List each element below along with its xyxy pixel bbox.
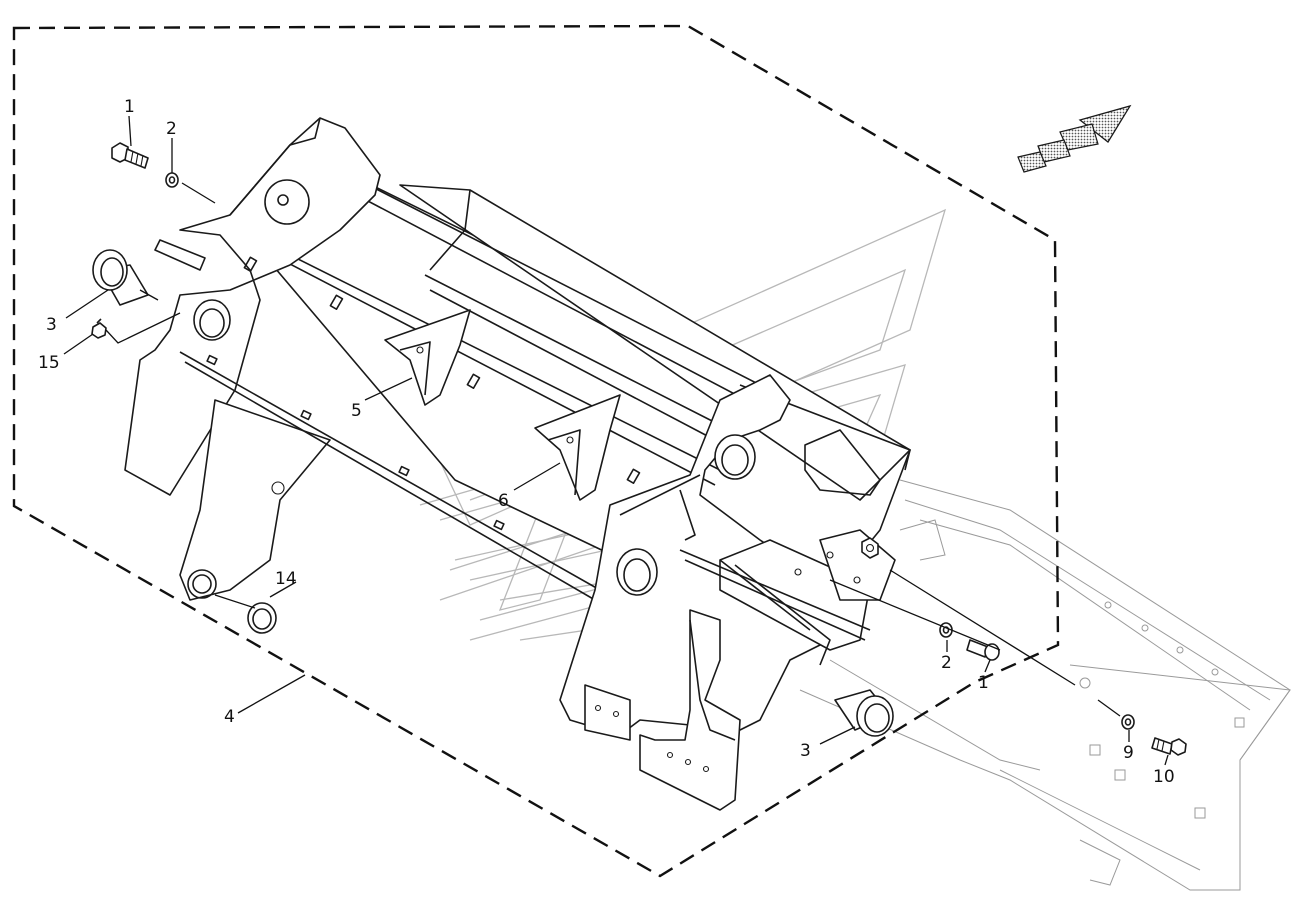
callout-3-left: 3	[46, 315, 57, 335]
callout-4: 4	[224, 707, 235, 727]
part-15-grease-nipple	[91, 318, 107, 339]
callout-6: 6	[498, 491, 509, 511]
main-frame	[124, 117, 911, 811]
assembly-boundary	[12, 24, 1060, 878]
part-2-washer-top	[165, 172, 179, 188]
part-3-bushing-right	[834, 689, 894, 737]
callout-14: 14	[275, 569, 297, 589]
part-14-ring	[247, 602, 277, 634]
callout-leaders	[63, 115, 1169, 766]
callout-2-top: 2	[166, 119, 177, 139]
callout-1-top: 1	[124, 97, 135, 117]
callout-1-right: 1	[978, 673, 989, 693]
part-9-washer	[1121, 714, 1135, 730]
ghost-arm-assembly	[799, 479, 1291, 891]
direction-arrow-icon	[1017, 104, 1132, 173]
part-1-bolt-right	[966, 639, 1000, 661]
part-1-bolt-top	[111, 142, 149, 169]
callout-3-right: 3	[800, 741, 811, 761]
callout-10: 10	[1153, 767, 1175, 787]
callout-5: 5	[351, 401, 362, 421]
callout-15: 15	[38, 353, 60, 373]
callout-9: 9	[1123, 743, 1134, 763]
callout-2-right: 2	[941, 653, 952, 673]
part-10-bolt	[1151, 737, 1187, 756]
callout-labels: 1 2 3 15 5 6 14 4 3 2 1 9 10	[38, 97, 1175, 787]
part-3-bushing-left	[92, 249, 149, 306]
